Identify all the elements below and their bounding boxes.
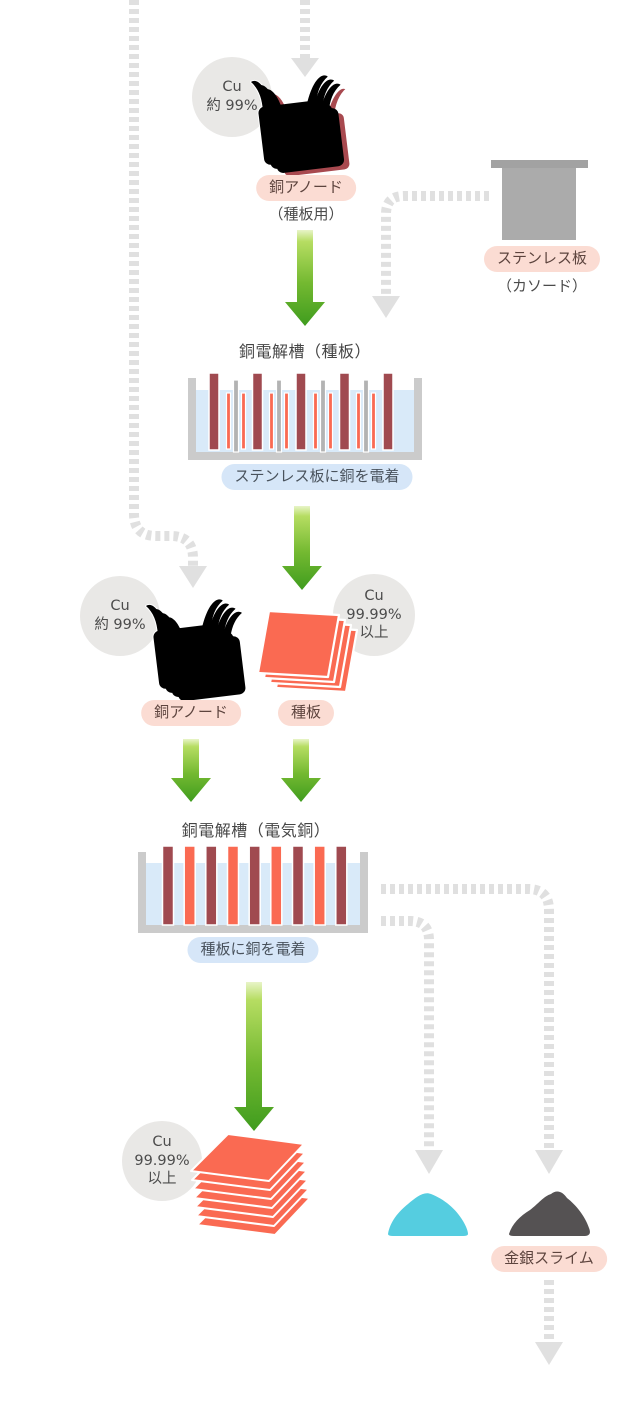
anode-label-2: 銅アノード	[141, 700, 241, 726]
tank2-caption: 種板に銅を電着	[187, 937, 319, 963]
electrolysis-tank-2	[138, 845, 368, 933]
copper-anode-stack-1	[250, 74, 353, 178]
stainless-sheet	[502, 168, 576, 240]
green-arrow-down-icon	[282, 506, 322, 590]
slime-label: 金銀スライム	[491, 1246, 607, 1272]
dashed-arrowhead-icon	[291, 58, 319, 77]
tank1-title: 銅電解槽（種板）	[238, 342, 372, 361]
electro-copper-stack	[190, 1133, 311, 1236]
badge-line: Cu	[110, 598, 130, 615]
purity-badge-cathode: Cu 99.99% 以上	[122, 1121, 202, 1201]
purity-badge-seed: Cu 99.99% 以上	[333, 574, 415, 656]
hanger-bar	[491, 160, 588, 168]
tank1-caption: ステンレス板に銅を電着	[221, 464, 413, 490]
badge-line: 約 99%	[94, 617, 146, 633]
badge-line: 99.99%	[134, 1152, 190, 1169]
gold-silver-slime-pile	[509, 1191, 590, 1236]
seed-plate-stack	[258, 609, 359, 694]
stainless-cathode-bars	[232, 379, 370, 453]
stainless-sublabel: （カソード）	[496, 277, 588, 295]
copper-deposit-strips	[225, 392, 377, 450]
dashed-arrowhead-icon	[415, 1150, 443, 1174]
copper-sulfate-pile	[388, 1193, 468, 1236]
stainless-label: ステンレス板	[483, 246, 601, 272]
dashed-line-tank2-to-slime	[381, 884, 554, 1152]
badge-line: 以上	[147, 1171, 177, 1188]
dashed-arrowhead-icon	[179, 566, 207, 588]
anode-label-1: 銅アノード	[256, 175, 356, 201]
badge-line: Cu	[222, 79, 242, 96]
badge-line: Cu	[152, 1134, 172, 1151]
tank2-title: 銅電解槽（電気銅）	[181, 821, 331, 840]
green-arrow-down-icon	[281, 739, 321, 802]
badge-line: 約 99%	[206, 98, 258, 114]
anode-sublabel-1: （種板用）	[268, 205, 344, 223]
dashed-arrowhead-icon	[372, 296, 400, 318]
green-arrow-down-icon	[234, 982, 274, 1131]
dashed-arrowhead-icon	[535, 1342, 563, 1365]
green-arrow-down-icon	[171, 739, 211, 802]
copper-anode-stack-2	[145, 598, 248, 702]
dashed-line-stainless-to-tank1	[381, 191, 489, 298]
stainless-plate-illustration	[491, 160, 588, 240]
dashed-line-anode-recycle	[129, 0, 198, 568]
dashed-arrowhead-icon	[535, 1150, 563, 1174]
electrode-bars	[161, 845, 348, 926]
dashed-line-tank2-to-cyan	[381, 916, 434, 1152]
purity-badge-anode-1: Cu 約 99%	[192, 57, 272, 137]
anode-bars	[208, 372, 394, 451]
green-arrow-down-icon	[285, 230, 325, 326]
badge-line: Cu	[364, 588, 384, 605]
badge-line: 99.99%	[346, 606, 402, 623]
purity-badge-anode-2: Cu 約 99%	[80, 576, 160, 656]
electrolysis-tank-1	[188, 372, 422, 460]
seed-label: 種板	[277, 700, 335, 726]
badge-line: 以上	[359, 625, 389, 642]
